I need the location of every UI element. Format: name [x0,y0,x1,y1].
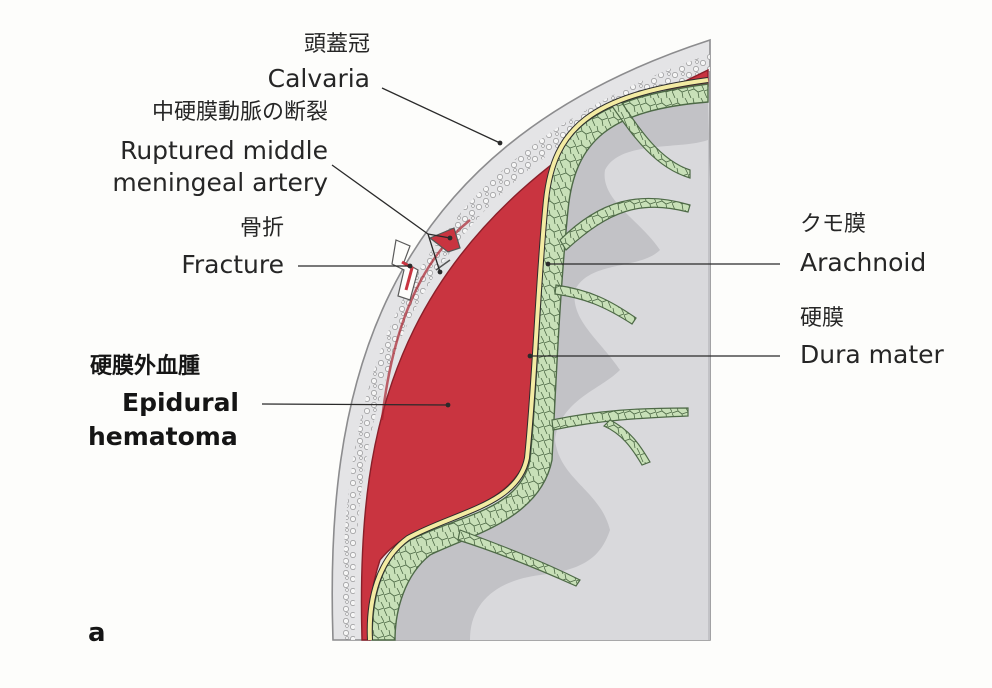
arachnoid-shape [371,83,709,641]
fracture-label-en: Fracture [181,250,284,279]
leader-lines [261,87,780,408]
arachnoid-label-jp: クモ膜 [800,212,867,237]
fracture-label-jp: 骨折 [239,216,284,241]
ruptured-artery-label-jp: 中硬膜動脈の断裂 [151,100,328,125]
dura-mater-shape [366,77,709,641]
calvaria-label-en: Calvaria [267,64,370,93]
ruptured-artery-label-en-1: Ruptured middle [120,136,328,165]
epidural-hematoma-label-en-1: Epidural [122,388,240,417]
dura-mater-label-en: Dura mater [800,340,944,369]
calvaria-label-jp: 頭蓋冠 [303,32,370,57]
epidural-hematoma-label-jp: 硬膜外血腫 [90,354,201,379]
arachnoid-label-en: Arachnoid [800,248,927,277]
ruptured-artery-label-en-2: meningeal artery [112,168,328,197]
dura-mater-label-jp: 硬膜 [800,306,845,331]
epidural-hematoma-label-en-2: hematoma [88,422,238,451]
panel-letter: a [88,618,106,648]
